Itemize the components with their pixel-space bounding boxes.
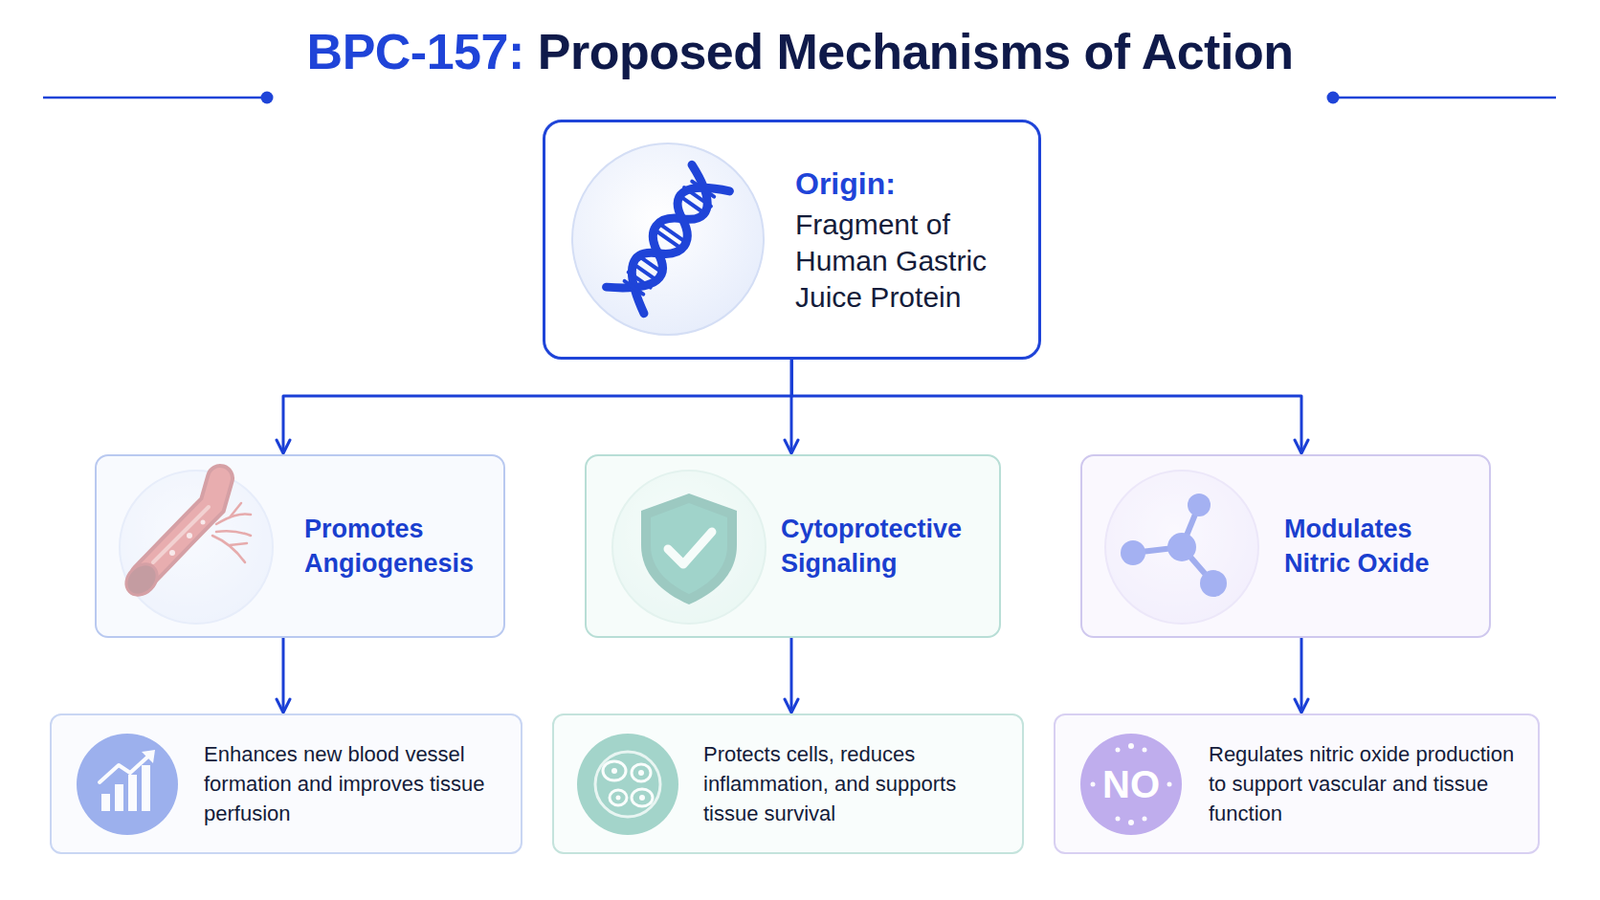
mechanism-box: Modulates Nitric Oxide	[1080, 454, 1491, 639]
node-body: Regulates nitric oxide production to sup…	[1208, 739, 1529, 829]
text-group: Regulates nitric oxide production to sup…	[1208, 739, 1529, 829]
effect-box: Protects cells, reduces inflammation, an…	[552, 713, 1024, 855]
node-heading: Promotes Angiogenesis	[304, 511, 496, 581]
title-rule	[43, 91, 1556, 105]
flow-arrow	[283, 359, 793, 454]
flow-arrow	[1300, 638, 1304, 713]
node-heading: Origin:	[795, 164, 1025, 203]
mechanism-box: Promotes Angiogenesis	[94, 454, 506, 639]
effect-box: Enhances new blood vessel formation and …	[49, 713, 523, 855]
text-group: Enhances new blood vessel formation and …	[203, 739, 512, 829]
node-heading: Cytoprotective Signaling	[780, 511, 998, 581]
origin-box: Origin:Fragment of Human Gastric Juice P…	[542, 119, 1042, 360]
dna-icon	[572, 143, 764, 335]
text-group: Protects cells, reduces inflammation, an…	[703, 739, 1016, 829]
title: BPC-157: Proposed Mechanisms of Action	[0, 22, 1600, 81]
node-body: Protects cells, reduces inflammation, an…	[703, 739, 1016, 829]
text-group: Origin:Fragment of Human Gastric Juice P…	[795, 164, 1025, 316]
text-group: Modulates Nitric Oxide	[1284, 511, 1481, 581]
text-group: Promotes Angiogenesis	[304, 511, 496, 581]
icon-label: NO	[1088, 761, 1175, 808]
flow-arrow	[282, 638, 286, 713]
flow-arrow	[790, 638, 794, 713]
node-body: Fragment of Human Gastric Juice Protein	[795, 206, 1025, 316]
node-body: Enhances new blood vessel formation and …	[203, 739, 512, 829]
mechanism-box: Cytoprotective Signaling	[584, 454, 1001, 639]
title-lead: BPC-157:	[307, 23, 525, 80]
text-group: Cytoprotective Signaling	[780, 511, 998, 581]
flow-arrow	[792, 359, 1303, 454]
node-heading: Modulates Nitric Oxide	[1284, 511, 1481, 581]
